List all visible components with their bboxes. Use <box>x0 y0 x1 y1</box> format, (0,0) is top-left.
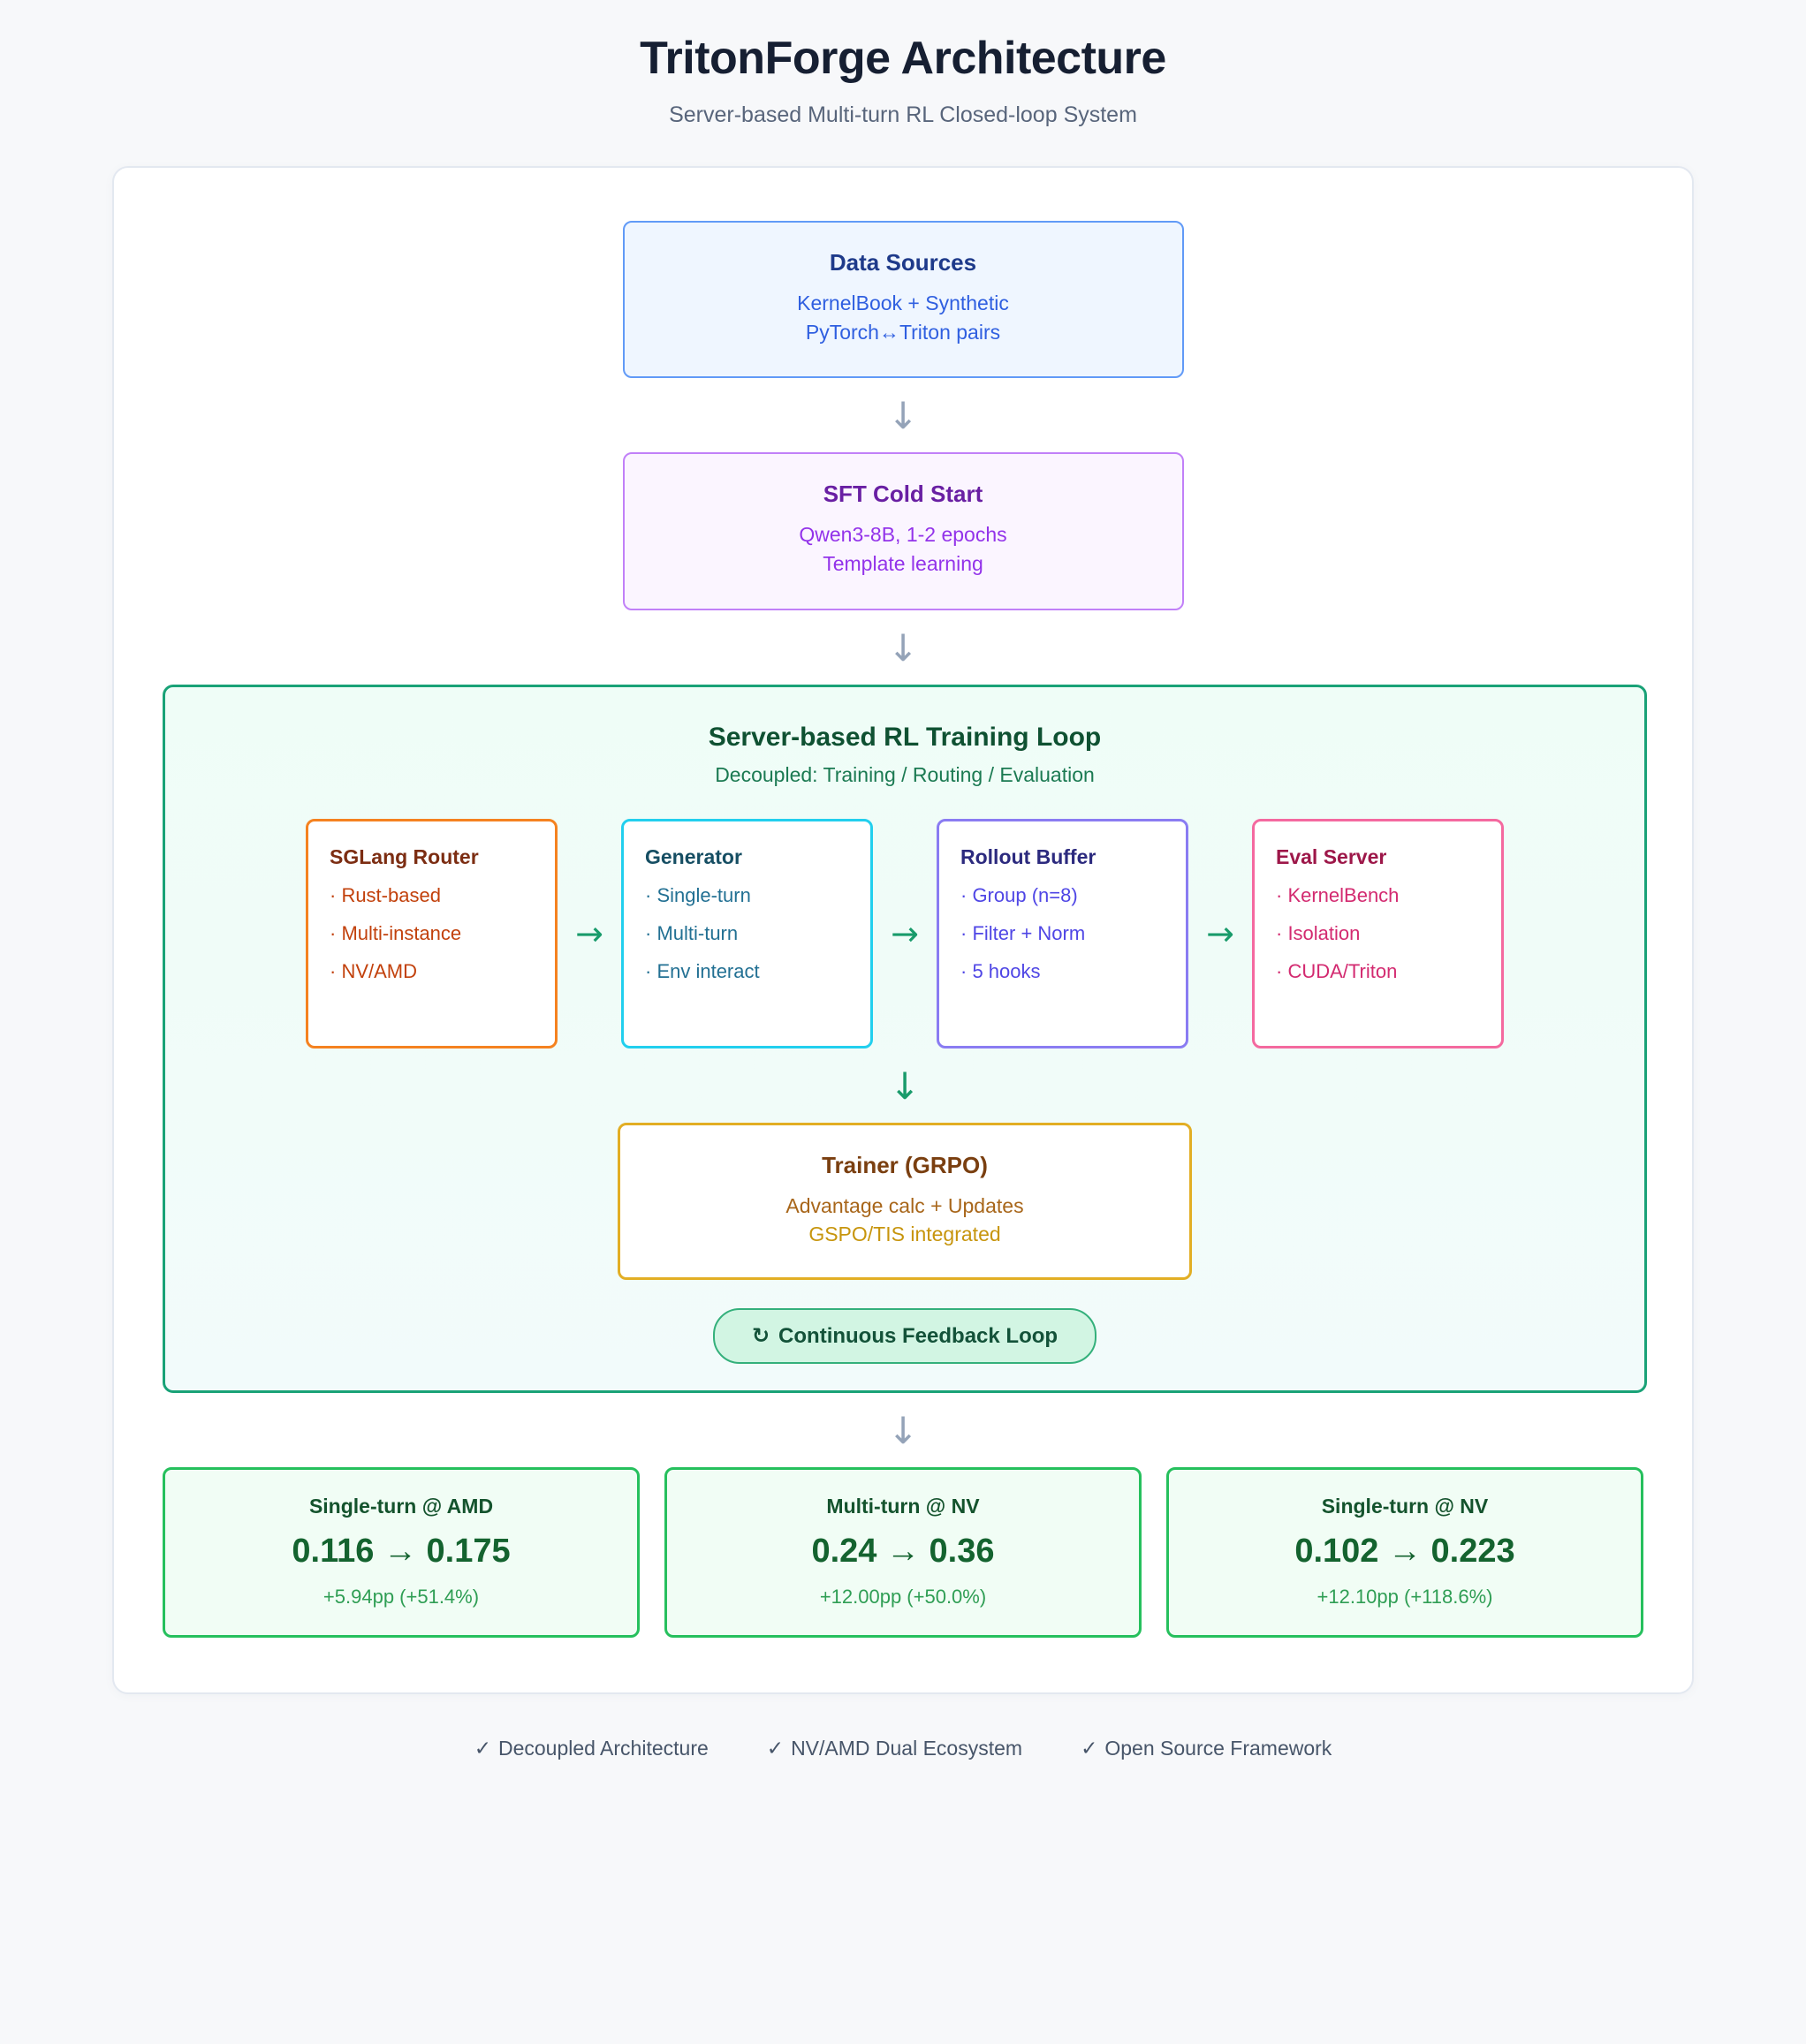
training-loop-subtitle: Decoupled: Training / Routing / Evaluati… <box>715 762 1095 786</box>
footer-item-nv-amd-dual-ecosystem: ✓ NV/AMD Dual Ecosystem <box>767 1737 1022 1760</box>
sft-cold-start-title: SFT Cold Start <box>823 481 983 508</box>
component-box-generator[interactable]: Generator · Single-turn · Multi-turn · E… <box>621 818 873 1048</box>
eval-server-item-2: · Isolation <box>1276 922 1361 945</box>
component-box-trainer[interactable]: Trainer (GRPO) Advantage calc + Updates … <box>618 1122 1192 1280</box>
footer-item-label: Open Source Framework <box>1104 1736 1332 1760</box>
sglang-router-title: SGLang Router <box>330 844 479 868</box>
data-sources-title: Data Sources <box>829 249 977 276</box>
check-icon: ✓ <box>1081 1737 1098 1760</box>
feedback-loop-badge-wrap: ↻ Continuous Feedback Loop <box>194 1307 1616 1364</box>
footer-item-open-source-framework: ✓ Open Source Framework <box>1081 1737 1332 1760</box>
result-delta: +5.94pp (+51.4%) <box>322 1585 480 1608</box>
arrow-down-icon-data-to-sft: ↓ <box>887 394 919 438</box>
arrow-right-icon-buffer-to-eval: → <box>1206 913 1234 953</box>
generator-title: Generator <box>645 844 742 868</box>
stage-box-sft-cold-start[interactable]: SFT Cold Start Qwen3-8B, 1-2 epochs Temp… <box>622 452 1184 610</box>
result-delta: +12.00pp (+50.0%) <box>819 1585 987 1608</box>
arrow-right-icon-router-to-generator: → <box>575 913 603 953</box>
sglang-router-item-2: · Multi-instance <box>330 922 462 945</box>
training-loop-title: Server-based RL Training Loop <box>708 722 1102 752</box>
refresh-loop-icon: ↻ <box>751 1322 770 1348</box>
check-icon: ✓ <box>474 1737 491 1760</box>
sglang-router-item-3: · NV/AMD <box>330 960 417 983</box>
footer-item-decoupled-architecture: ✓ Decoupled Architecture <box>474 1737 709 1760</box>
generator-item-1: · Single-turn <box>645 883 751 906</box>
result-value: 0.116 → 0.175 <box>292 1532 511 1570</box>
check-icon: ✓ <box>766 1737 785 1760</box>
results-row: Single-turn @ AMD 0.116 → 0.175 +5.94pp … <box>163 1466 1643 1638</box>
result-label: Single-turn @ NV <box>1321 1494 1489 1518</box>
result-card-single-turn-nv[interactable]: Single-turn @ NV 0.102 → 0.223 +12.10pp … <box>1166 1466 1643 1638</box>
page-header: TritonForge Architecture Server-based Mu… <box>0 0 1806 128</box>
arrow-down-icon-components-to-trainer: ↓ <box>889 1064 921 1108</box>
component-box-eval-server[interactable]: Eval Server · KernelBench · Isolation · … <box>1252 818 1504 1048</box>
trainer-line-1: Advantage calc + Updates <box>785 1193 1024 1217</box>
feedback-loop-label: Continuous Feedback Loop <box>778 1323 1059 1348</box>
result-card-multi-turn-nv[interactable]: Multi-turn @ NV 0.24 → 0.36 +12.00pp (+5… <box>664 1466 1142 1638</box>
arrow-down-icon-loop-to-results: ↓ <box>887 1408 919 1452</box>
generator-item-3: · Env interact <box>645 960 760 983</box>
architecture-diagram-card: Data Sources KernelBook + Synthetic PyTo… <box>112 166 1694 1694</box>
eval-server-item-3: · CUDA/Triton <box>1276 960 1398 983</box>
result-card-single-turn-amd[interactable]: Single-turn @ AMD 0.116 → 0.175 +5.94pp … <box>163 1466 640 1638</box>
trainer-title: Trainer (GRPO) <box>822 1151 988 1178</box>
rollout-buffer-title: Rollout Buffer <box>960 844 1096 868</box>
sglang-router-item-1: · Rust-based <box>330 883 441 906</box>
rollout-buffer-item-2: · Filter + Norm <box>960 922 1086 945</box>
status-badge-continuous-feedback-loop[interactable]: ↻ Continuous Feedback Loop <box>712 1307 1097 1364</box>
result-label: Single-turn @ AMD <box>308 1494 494 1518</box>
trainer-line-2: GSPO/TIS integrated <box>808 1223 1001 1246</box>
rollout-buffer-item-3: · 5 hooks <box>960 960 1041 983</box>
page-subtitle: Server-based Multi-turn RL Closed-loop S… <box>669 102 1137 127</box>
stage-box-data-sources[interactable]: Data Sources KernelBook + Synthetic PyTo… <box>622 221 1184 379</box>
eval-server-item-1: · KernelBench <box>1276 883 1400 906</box>
training-loop-component-row: SGLang Router · Rust-based · Multi-insta… <box>194 818 1616 1048</box>
page-title: TritonForge Architecture <box>640 33 1166 84</box>
data-sources-line-2: PyTorch↔Triton pairs <box>805 320 1001 344</box>
eval-server-title: Eval Server <box>1276 844 1387 868</box>
arrow-down-icon-sft-to-loop: ↓ <box>887 625 919 670</box>
training-loop-container: Server-based RL Training Loop Decoupled:… <box>163 684 1647 1393</box>
result-value: 0.24 → 0.36 <box>811 1532 995 1570</box>
sft-cold-start-line-1: Qwen3-8B, 1-2 epochs <box>799 523 1007 547</box>
rollout-buffer-item-1: · Group (n=8) <box>960 883 1078 906</box>
sft-cold-start-line-2: Template learning <box>823 551 983 575</box>
result-delta: +12.10pp (+118.6%) <box>1317 1585 1493 1608</box>
data-sources-line-1: KernelBook + Synthetic <box>797 291 1009 314</box>
generator-item-2: · Multi-turn <box>645 922 739 945</box>
footer-item-label: NV/AMD Dual Ecosystem <box>791 1736 1023 1760</box>
arrow-right-icon-generator-to-buffer: → <box>891 913 919 953</box>
component-box-rollout-buffer[interactable]: Rollout Buffer · Group (n=8) · Filter + … <box>937 818 1188 1048</box>
result-label: Multi-turn @ NV <box>826 1494 980 1518</box>
result-value: 0.102 → 0.223 <box>1294 1532 1515 1570</box>
footer-feature-list: ✓ Decoupled Architecture ✓ NV/AMD Dual Eco… <box>0 1737 1806 1760</box>
component-box-sglang-router[interactable]: SGLang Router · Rust-based · Multi-insta… <box>306 818 558 1048</box>
footer-item-label: Decoupled Architecture <box>497 1736 709 1760</box>
